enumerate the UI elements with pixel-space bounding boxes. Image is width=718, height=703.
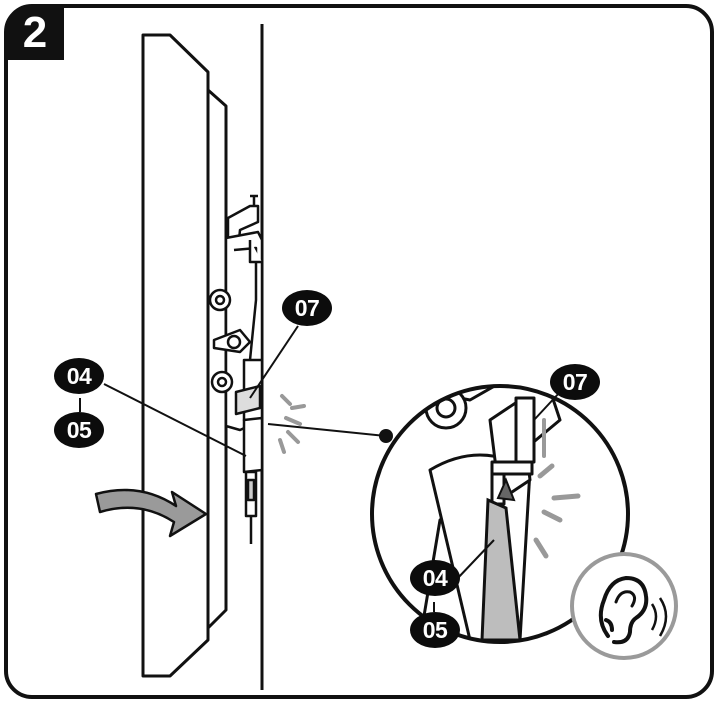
part-label-05: 05 — [54, 412, 104, 448]
zoom-part-label-07: 07 — [550, 364, 600, 400]
zoom-part-label-04: 04 — [410, 560, 460, 596]
click-sound-burst — [278, 394, 306, 454]
step-number: 2 — [22, 8, 48, 57]
ear-icon — [570, 552, 678, 660]
callout-leader-lines — [79, 325, 387, 457]
wall-mount-bracket — [208, 194, 264, 544]
zoom-anchor-dot — [379, 429, 393, 443]
curved-arrow-icon — [94, 488, 208, 538]
part-label-04: 04 — [54, 358, 104, 394]
zoom-part-label-05: 05 — [410, 612, 460, 648]
part-label-07: 07 — [282, 290, 332, 326]
step-number-box — [6, 6, 64, 60]
